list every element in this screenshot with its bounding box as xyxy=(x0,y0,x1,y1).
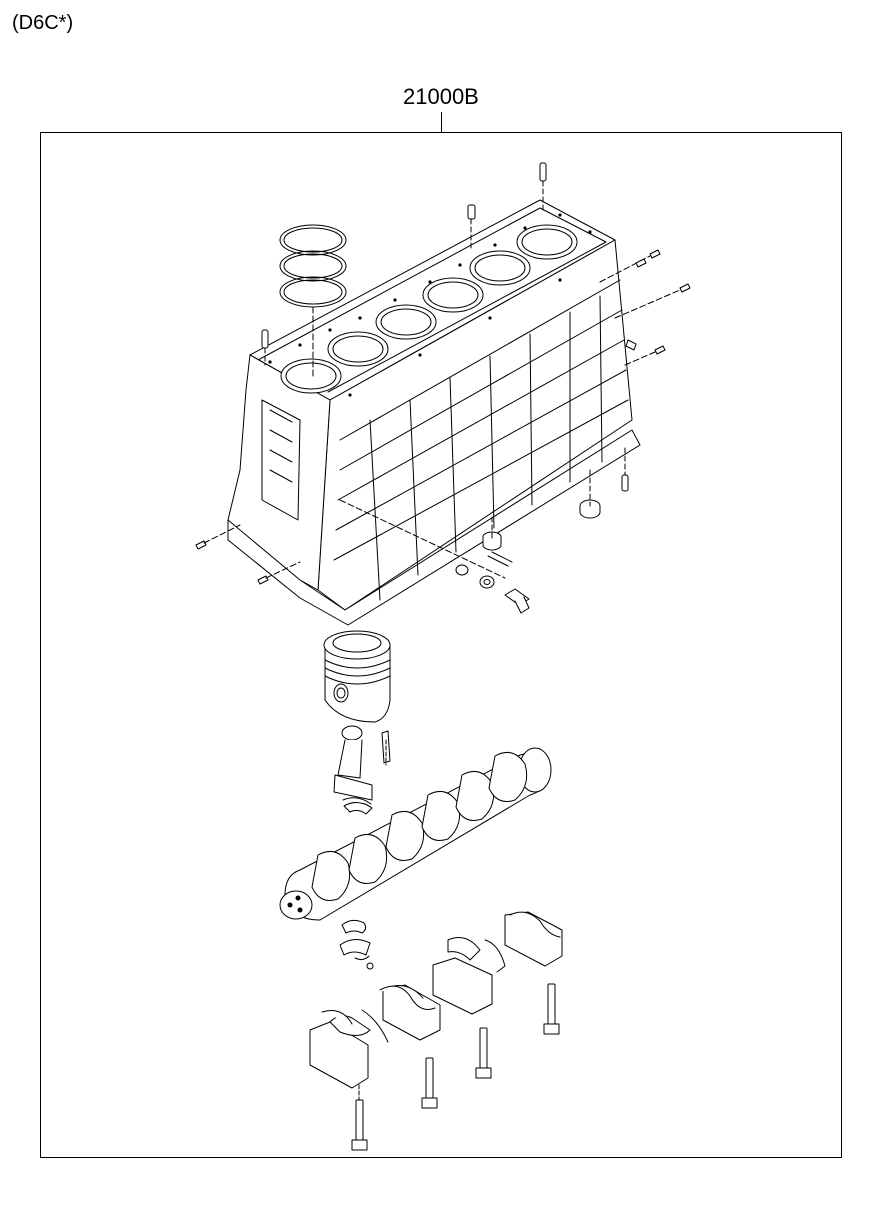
crankshaft xyxy=(280,748,551,920)
cylinder-bores xyxy=(281,225,577,393)
part-number-leader-line xyxy=(441,112,442,132)
model-code-label: (D6C*) xyxy=(12,12,74,34)
dowel-pins xyxy=(262,163,628,491)
piston-rings xyxy=(280,225,346,376)
bearing-shells xyxy=(340,920,373,969)
main-bearing-caps xyxy=(310,912,562,1088)
side-plugs xyxy=(196,250,690,584)
connecting-rod xyxy=(334,726,390,814)
diagram-frame xyxy=(40,132,842,1158)
piston xyxy=(324,631,390,722)
assembly-part-number: 21000B xyxy=(403,84,479,109)
cylinder-block xyxy=(228,200,640,625)
cap-bolts xyxy=(352,984,559,1150)
bottom-fittings xyxy=(340,470,600,613)
